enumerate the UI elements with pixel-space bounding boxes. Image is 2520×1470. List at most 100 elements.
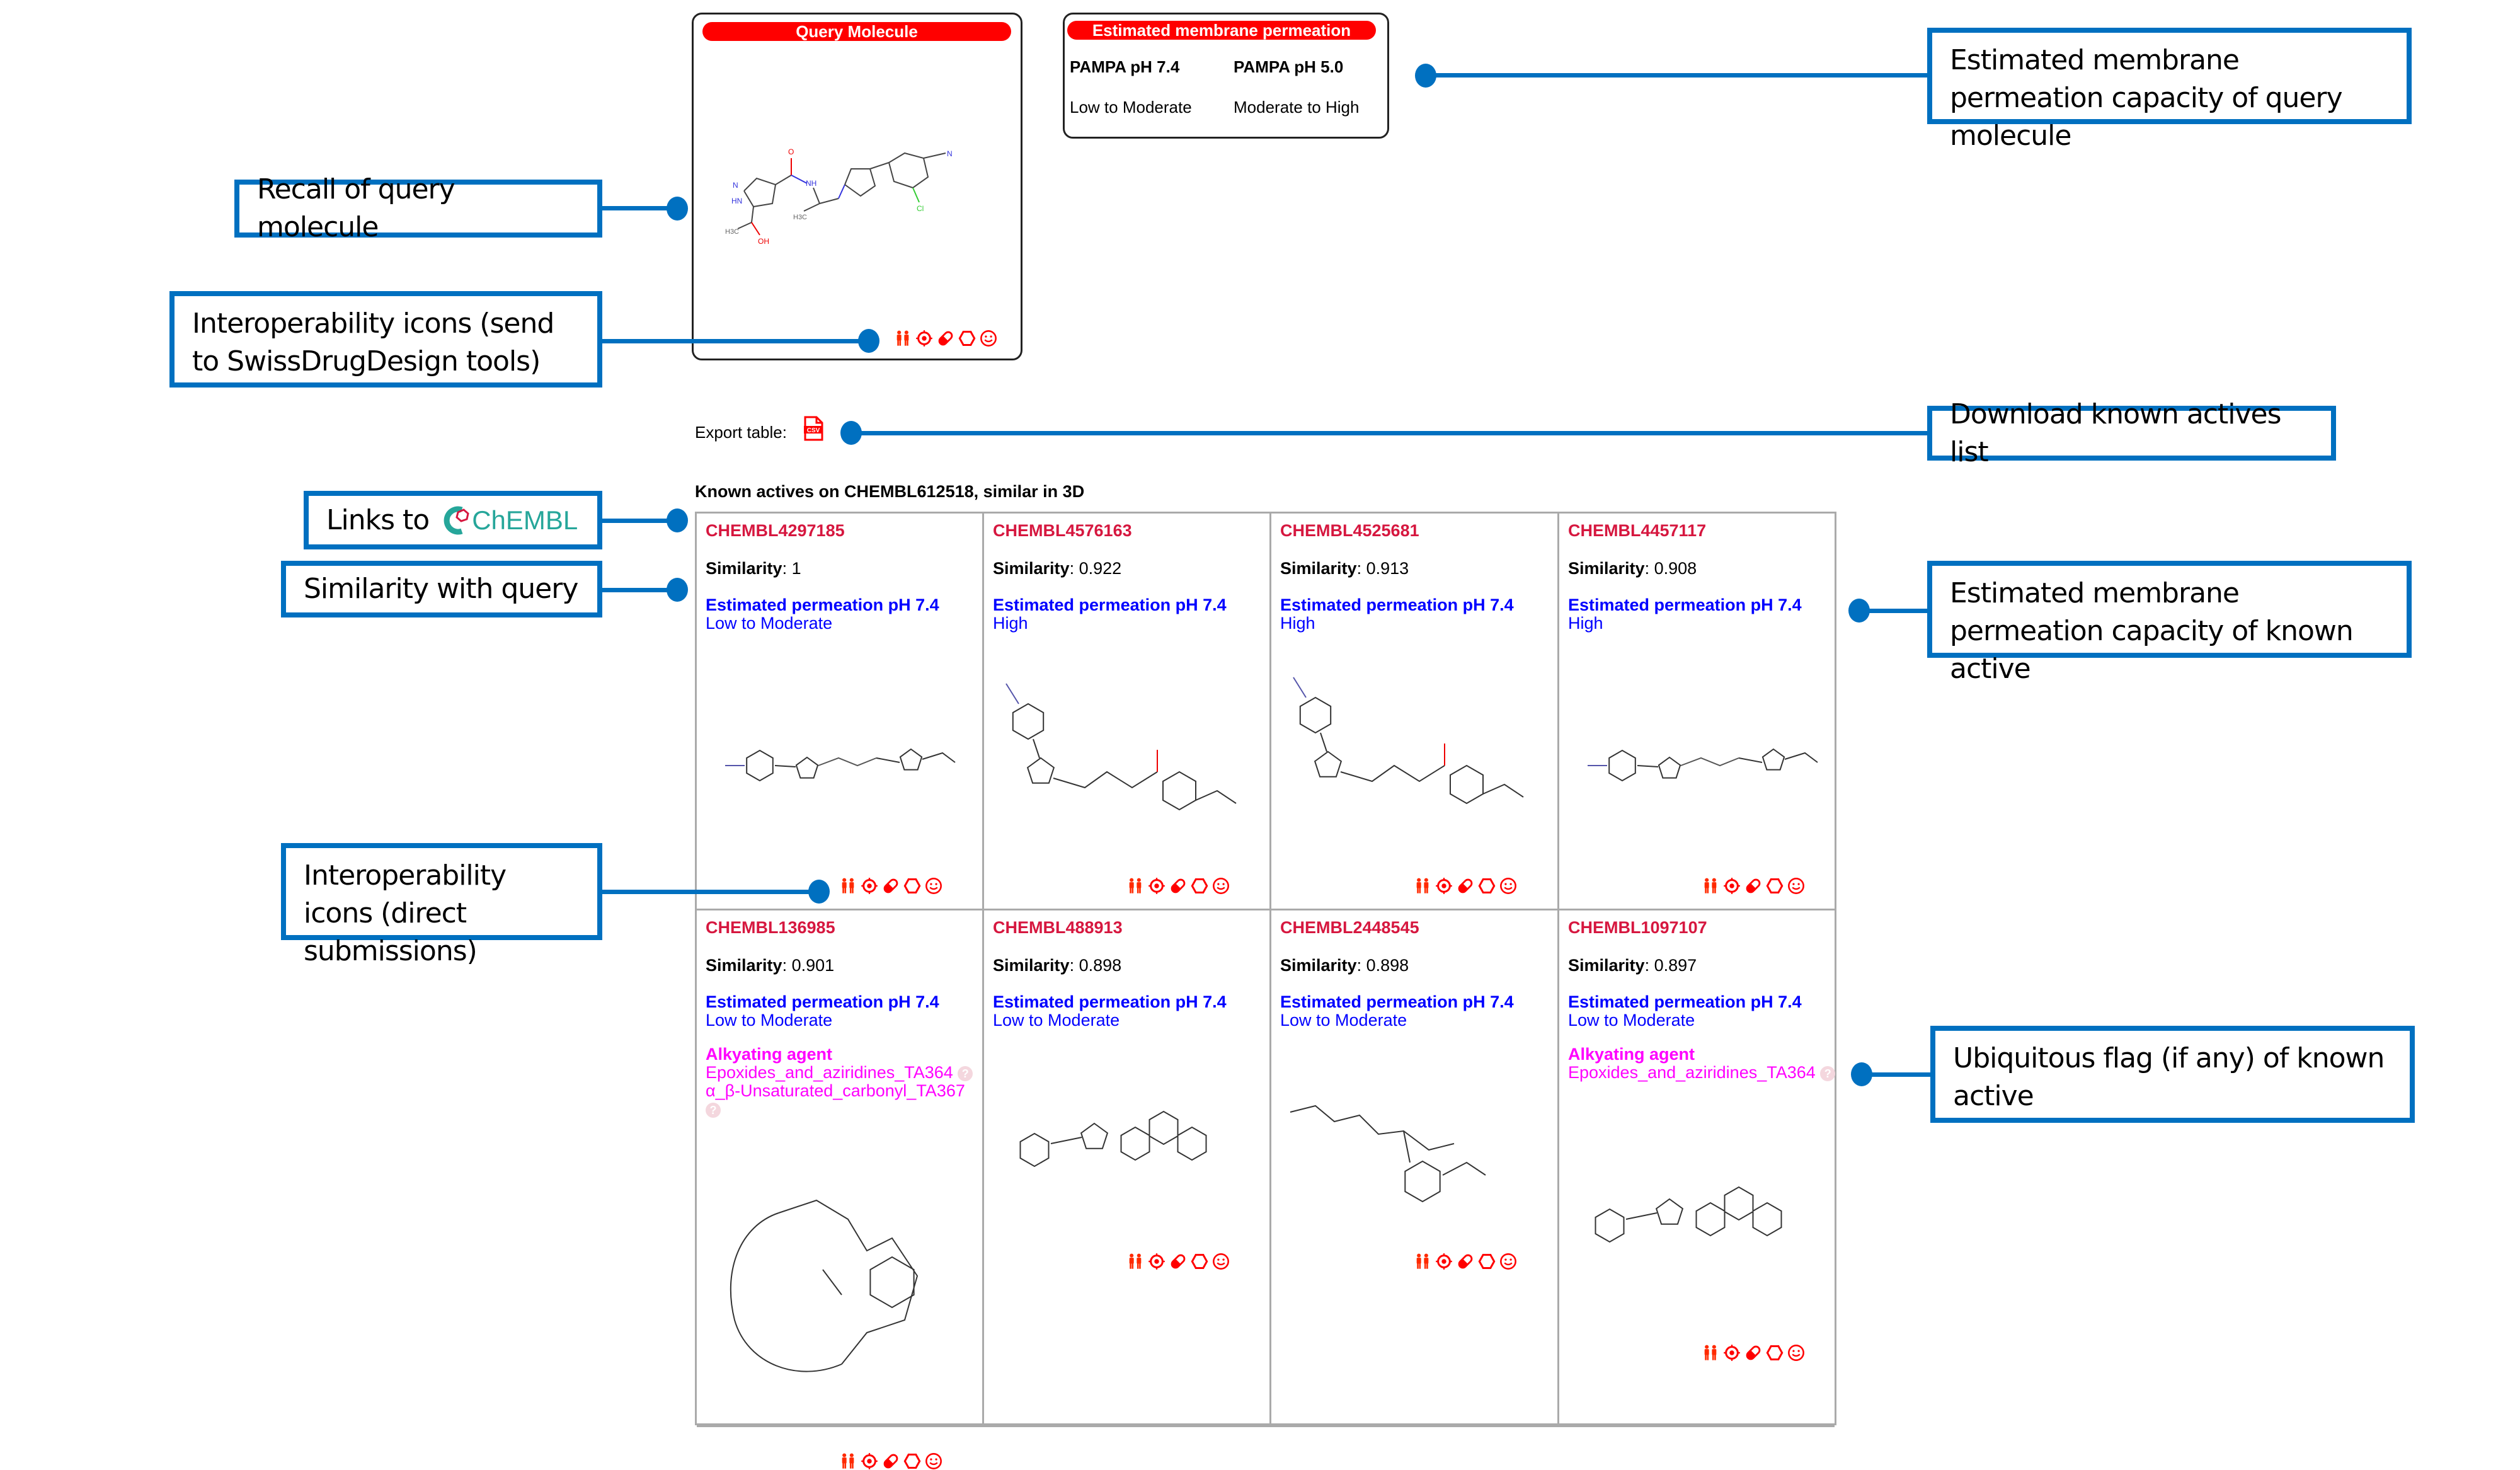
- callout-download-actives: Download known actives list: [1927, 398, 2336, 468]
- similarity-figures-icon[interactable]: [1414, 1253, 1431, 1270]
- callout-line: [1858, 609, 1929, 613]
- pill-icon[interactable]: [1457, 1253, 1474, 1270]
- similarity-number: 0.901: [791, 956, 835, 975]
- similarity-colon: :: [782, 956, 792, 975]
- callout-ubiquitous-flag: Ubiquitous flag (if any) of known active: [1930, 1026, 2415, 1123]
- query-molecule-panel: Query Molecule N HN O NH H3C N Cl H3C OH: [692, 13, 1022, 360]
- molecule-structure: [730, 1199, 919, 1372]
- similarity-figures-icon[interactable]: [839, 1452, 857, 1470]
- similarity-label: Similarity: [1280, 956, 1357, 975]
- pill-icon[interactable]: [1744, 877, 1762, 895]
- hexagon-icon[interactable]: [1478, 1253, 1496, 1270]
- query-molecule-header: Query Molecule: [702, 22, 1011, 41]
- csv-file-icon[interactable]: CSV: [803, 416, 824, 441]
- similarity-figures-icon[interactable]: [1702, 1344, 1719, 1362]
- smiley-icon[interactable]: [980, 330, 997, 347]
- molecule-structure: [1293, 677, 1524, 805]
- svg-text:H3C: H3C: [793, 214, 807, 221]
- chembl-id-link[interactable]: CHEMBL2448545: [1280, 918, 1419, 937]
- target-icon[interactable]: [1148, 877, 1166, 895]
- chembl-id-link[interactable]: CHEMBL4576163: [993, 521, 1132, 540]
- smiley-icon[interactable]: [1212, 1253, 1230, 1270]
- chembl-id-link[interactable]: CHEMBL136985: [706, 918, 835, 937]
- interop-icons: [1414, 1253, 1517, 1270]
- pill-icon[interactable]: [882, 877, 900, 895]
- permeation-label: Estimated permeation pH 7.4: [1568, 595, 1802, 614]
- target-icon[interactable]: [1148, 1253, 1166, 1270]
- hexagon-icon[interactable]: [1766, 1344, 1784, 1362]
- similarity-figures-icon[interactable]: [894, 330, 912, 347]
- hexagon-icon[interactable]: [903, 1452, 921, 1470]
- similarity-figures-icon[interactable]: [1702, 877, 1719, 895]
- permeation-label: Estimated permeation pH 7.4: [706, 992, 939, 1011]
- similarity-figures-icon[interactable]: [839, 877, 857, 895]
- permeation-label: Estimated permeation pH 7.4: [1280, 992, 1514, 1011]
- pill-icon[interactable]: [1169, 877, 1187, 895]
- similarity-figures-icon[interactable]: [1126, 877, 1144, 895]
- callout-line: [602, 519, 678, 523]
- callout-line: [602, 588, 678, 592]
- target-icon[interactable]: [1435, 877, 1453, 895]
- callout-text: Estimated membrane permeation capacity o…: [1950, 44, 2343, 152]
- target-icon[interactable]: [1435, 1253, 1453, 1270]
- permeation-label: Estimated permeation pH 7.4: [993, 992, 1227, 1011]
- callout-interop-send: Interoperability icons (send to SwissDru…: [169, 291, 602, 388]
- smiley-icon[interactable]: [1787, 1344, 1805, 1362]
- target-icon[interactable]: [1723, 1344, 1741, 1362]
- similarity-colon: :: [1069, 559, 1079, 578]
- svg-text:O: O: [788, 147, 794, 156]
- smiley-icon[interactable]: [1499, 1253, 1517, 1270]
- similarity-value: Similarity: 0.922: [993, 559, 1121, 578]
- callout-text: Similarity with query: [304, 573, 578, 605]
- chembl-id-link[interactable]: CHEMBL488913: [993, 918, 1123, 937]
- hexagon-icon[interactable]: [1766, 877, 1784, 895]
- target-icon[interactable]: [861, 1452, 878, 1470]
- similarity-figures-icon[interactable]: [1414, 877, 1431, 895]
- chembl-id-link[interactable]: CHEMBL4457117: [1568, 521, 1707, 540]
- similarity-value: Similarity: 1: [706, 559, 801, 578]
- permeation-label: Estimated permeation pH 7.4: [1568, 992, 1802, 1011]
- target-icon[interactable]: [1723, 877, 1741, 895]
- hexagon-icon[interactable]: [1191, 1253, 1208, 1270]
- target-icon[interactable]: [861, 877, 878, 895]
- chembl-id-link[interactable]: CHEMBL4297185: [706, 521, 845, 540]
- smiley-icon[interactable]: [925, 1452, 942, 1470]
- molecule-structure: [1588, 748, 1818, 782]
- smiley-icon[interactable]: [1212, 877, 1230, 895]
- flag-item: Epoxides_and_aziridines_TA364 ?: [1568, 1064, 1845, 1082]
- smiley-icon[interactable]: [925, 877, 942, 895]
- pill-icon[interactable]: [937, 330, 954, 347]
- smiley-icon[interactable]: [1499, 877, 1517, 895]
- help-icon[interactable]: ?: [706, 1102, 721, 1118]
- target-icon[interactable]: [915, 330, 933, 347]
- results-title: Known actives on CHEMBL612518, similar i…: [695, 482, 1085, 501]
- smiley-icon[interactable]: [1787, 877, 1805, 895]
- help-icon[interactable]: ?: [958, 1065, 973, 1081]
- similarity-label: Similarity: [993, 956, 1070, 975]
- similarity-colon: :: [782, 559, 792, 578]
- callout-text: Recall of query molecule: [257, 173, 455, 243]
- similarity-figures-icon[interactable]: [1126, 1253, 1144, 1270]
- help-icon[interactable]: ?: [1820, 1065, 1836, 1081]
- hexagon-icon[interactable]: [1478, 877, 1496, 895]
- hexagon-icon[interactable]: [1191, 877, 1208, 895]
- similarity-value: Similarity: 0.897: [1568, 956, 1697, 975]
- hexagon-icon[interactable]: [958, 330, 976, 347]
- hexagon-icon[interactable]: [903, 877, 921, 895]
- pill-icon[interactable]: [1457, 877, 1474, 895]
- chembl-id-link[interactable]: CHEMBL4525681: [1280, 521, 1419, 540]
- chembl-id-link[interactable]: CHEMBL1097107: [1568, 918, 1707, 937]
- pill-icon[interactable]: [1744, 1344, 1762, 1362]
- permeation-label: Estimated permeation pH 7.4: [1280, 595, 1514, 614]
- interop-icons: [1414, 877, 1517, 895]
- pill-icon[interactable]: [882, 1452, 900, 1470]
- pill-icon[interactable]: [1169, 1253, 1187, 1270]
